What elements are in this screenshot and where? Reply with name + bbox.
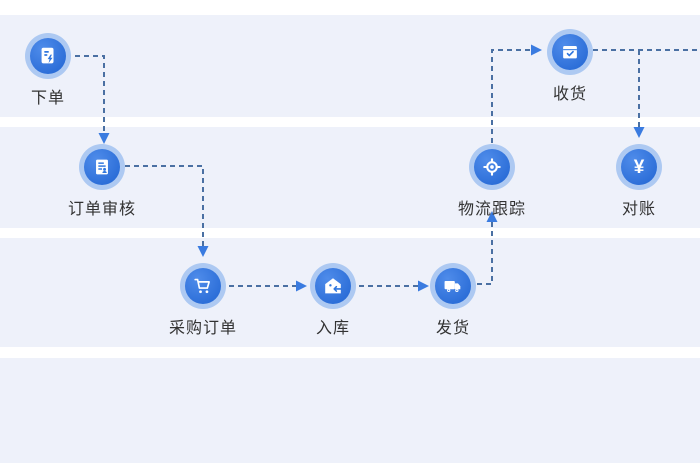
node-circle-core: [473, 149, 510, 185]
node-label: 采购订单: [168, 320, 238, 337]
truck-icon: [442, 275, 464, 297]
node-circle: [78, 144, 125, 190]
node-place-order: 下单: [25, 33, 71, 108]
node-label: 物流跟踪: [457, 201, 527, 218]
node-logistics-tracking: 物流跟踪: [458, 144, 526, 219]
node-label: 发货: [435, 320, 470, 337]
node-circle: [25, 33, 71, 79]
node-circle-core: [552, 34, 588, 70]
target-icon: [481, 156, 503, 178]
node-circle: [310, 263, 356, 309]
parcel-check-icon: [559, 41, 581, 63]
node-circle-core: [315, 268, 351, 304]
node-label: 收货: [552, 86, 587, 103]
node-circle: ¥: [616, 144, 662, 190]
lane: [0, 15, 700, 117]
node-reconcile: ¥ 对账: [616, 144, 662, 219]
yuan-icon: ¥: [633, 156, 645, 178]
cart-icon: [192, 275, 214, 297]
node-circle: [468, 144, 515, 190]
node-circle-core: [184, 268, 221, 304]
node-purchase-order: 采购订单: [169, 263, 237, 338]
node-order-review: 订单审核: [68, 144, 136, 219]
node-label: 下单: [30, 90, 65, 107]
node-circle-core: ¥: [621, 149, 657, 185]
doc-flash-icon: [37, 45, 59, 67]
node-circle: [547, 29, 593, 75]
node-circle: [430, 263, 476, 309]
node-receive-goods: 收货: [547, 29, 593, 104]
node-circle-core: [435, 268, 471, 304]
warehouse-icon: [322, 275, 344, 297]
doc-review-icon: [91, 156, 113, 178]
node-circle: [179, 263, 226, 309]
node-warehouse-in: 入库: [310, 263, 356, 338]
node-circle-core: [83, 149, 120, 185]
node-label: 入库: [315, 320, 350, 337]
lane: [0, 358, 700, 463]
node-label: 订单审核: [67, 201, 137, 218]
node-label: 对账: [621, 201, 656, 218]
node-ship-out: 发货: [430, 263, 476, 338]
node-circle-core: [30, 38, 66, 74]
